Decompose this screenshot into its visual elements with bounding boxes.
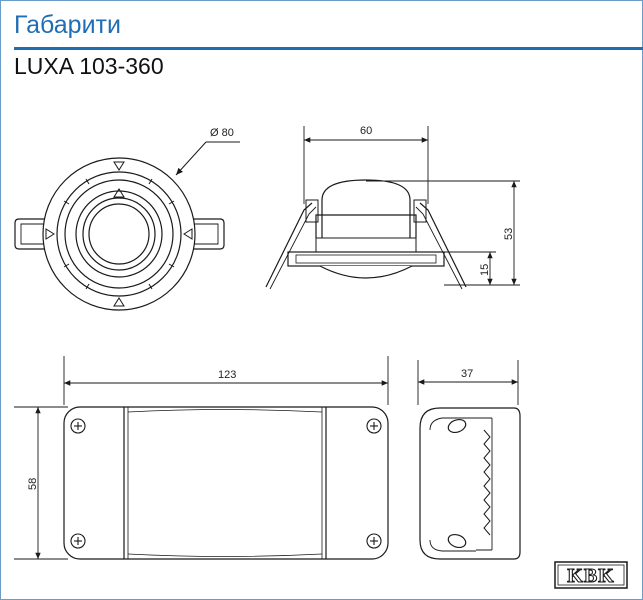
sensor-side-view — [265, 179, 467, 290]
depth-label: 37 — [461, 368, 473, 380]
screw-icons — [70, 418, 382, 549]
height-dimension — [366, 180, 520, 286]
recess-label: 15 — [479, 264, 491, 276]
box-side-view — [419, 407, 521, 560]
box-front-view — [63, 406, 389, 560]
length-label: 123 — [218, 369, 236, 381]
model-name: LUXA 103-360 — [14, 53, 164, 79]
box-height-label: 58 — [27, 478, 39, 490]
depth-dimension — [417, 360, 519, 405]
box-height-dimension — [14, 406, 68, 560]
height-label: 53 — [503, 228, 515, 240]
recess-dimension — [444, 251, 496, 285]
title-underline — [14, 47, 643, 50]
diameter-leader — [175, 141, 240, 176]
width-dimension — [303, 126, 429, 204]
diameter-label: Ø 80 — [210, 127, 234, 139]
logo-text: KBK — [567, 565, 614, 587]
length-dimension — [63, 356, 389, 405]
sensor-top-view — [14, 157, 225, 311]
kbk-logo: KBK — [554, 561, 628, 589]
page-title: Габарити — [14, 11, 121, 39]
width-label: 60 — [360, 125, 372, 137]
